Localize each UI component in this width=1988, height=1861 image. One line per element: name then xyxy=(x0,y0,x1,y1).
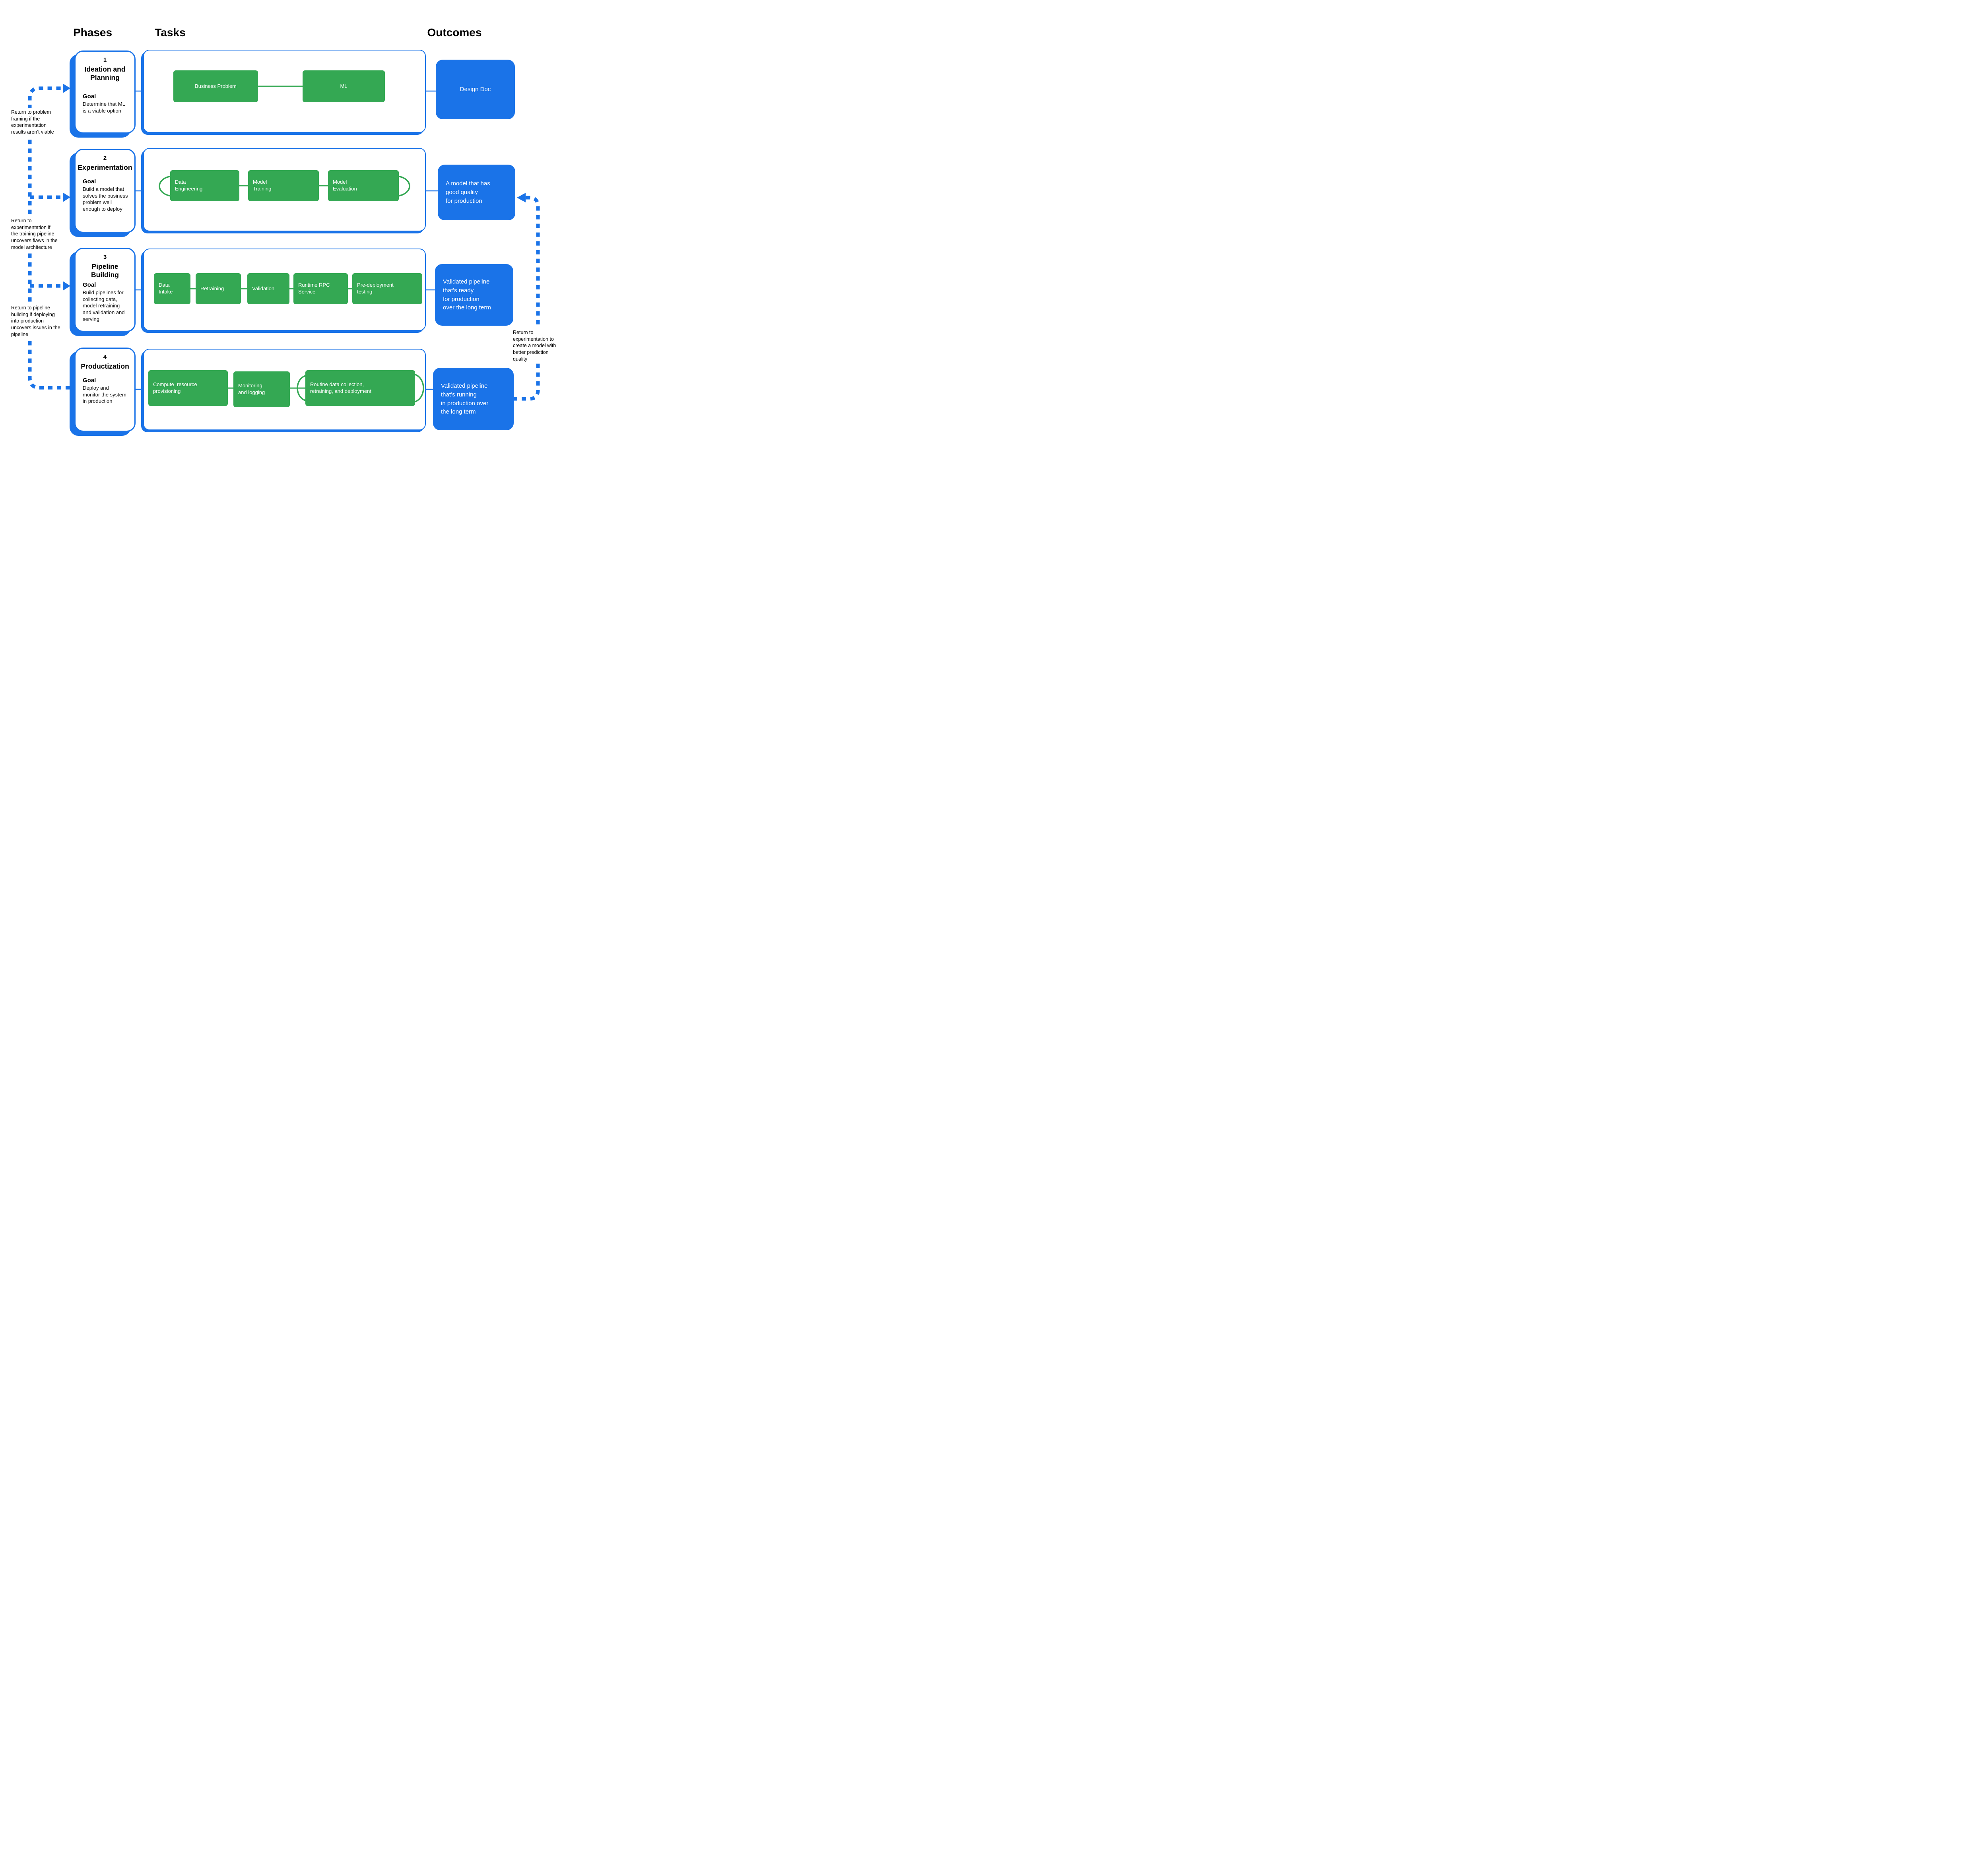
task-data-engineering: Data Engineering xyxy=(170,170,239,201)
task-data-intake: Data Intake xyxy=(154,273,190,304)
task-monitoring-and-logging: Monitoring and logging xyxy=(233,371,290,407)
phase-card-experimentation: 2 Experimentation Goal Build a model tha… xyxy=(74,149,136,233)
goal-label: Goal xyxy=(83,282,96,288)
phase-title: Productization xyxy=(81,362,129,370)
row-connectors xyxy=(135,90,439,390)
task-validation: Validation xyxy=(247,273,289,304)
task-model-training: Model Training xyxy=(248,170,319,201)
goal-label: Goal xyxy=(83,377,96,384)
phase-goal-section: Goal Build a model that solves the busin… xyxy=(81,178,129,213)
task-business-problem: Business Problem xyxy=(173,70,258,102)
task-pre-deployment-testing: Pre-deployment testing xyxy=(352,273,422,304)
outcome-design-doc: Design Doc xyxy=(436,60,515,119)
task-retraining: Retraining xyxy=(196,273,241,304)
phase-title: Pipeline Building xyxy=(91,262,119,279)
phase-goal-section: Goal Deploy and monitor the system in pr… xyxy=(81,377,129,405)
note-return-to-experimentation: Return to experimentation if the trainin… xyxy=(10,217,59,252)
task-runtime-rpc-service: Runtime RPC Service xyxy=(293,273,348,304)
task-model-evaluation: Model Evaluation xyxy=(328,170,399,201)
goal-label: Goal xyxy=(83,178,96,185)
outcome-validated-pipeline-running: Validated pipeline that’s running in pro… xyxy=(433,368,514,430)
return-arrowhead-phase3-icon xyxy=(63,281,70,291)
outcome-model-good-quality: A model that has good quality for produc… xyxy=(438,165,515,220)
phase-number: 4 xyxy=(103,354,107,360)
phase-card-productization: 4 Productization Goal Deploy and monitor… xyxy=(74,348,136,432)
return-arrowhead-outcome2-icon xyxy=(517,193,526,202)
return-arrowhead-phase2-icon xyxy=(63,192,70,202)
goal-text: Build pipelines for collecting data, mod… xyxy=(83,289,125,322)
phase-card-pipeline-building: 3 Pipeline Building Goal Build pipelines… xyxy=(74,248,136,332)
task-compute-resource-provisioning: Compute resource provisioning xyxy=(148,370,228,406)
phase-title: Experimentation xyxy=(78,163,132,171)
note-return-to-pipeline-building: Return to pipeline building if deploying… xyxy=(10,304,62,339)
task-ml: ML xyxy=(303,70,385,102)
task-routine-data-collection-retraining-deployment: Routine data collection, retraining, and… xyxy=(305,370,415,406)
phases-column-header: Phases xyxy=(73,26,113,39)
phase-number: 1 xyxy=(103,56,107,63)
phase-goal-section: Goal Build pipelines for collecting data… xyxy=(81,282,129,322)
tasks-column-header: Tasks xyxy=(155,26,186,39)
right-return-dotted-line xyxy=(513,196,540,401)
outcomes-column-header: Outcomes xyxy=(427,26,482,39)
phase-number: 2 xyxy=(103,155,107,161)
note-return-to-experimentation-prediction-quality: Return to experimentation to create a mo… xyxy=(512,328,557,363)
goal-text: Build a model that solves the business p… xyxy=(83,186,128,212)
phase-title: Ideation and Planning xyxy=(84,65,126,82)
return-arrowhead-phase1-icon xyxy=(63,84,70,93)
mlops-phases-diagram: Phases Tasks Outcomes 1 Ideation and Pla… xyxy=(0,0,564,465)
phase-goal-section: Goal Determine that ML is a viable optio… xyxy=(81,93,129,114)
goal-label: Goal xyxy=(83,93,96,100)
goal-text: Determine that ML is a viable option xyxy=(83,101,125,114)
phase-number: 3 xyxy=(103,254,107,260)
goal-text: Deploy and monitor the system in product… xyxy=(83,385,126,404)
phase-card-ideation-planning: 1 Ideation and Planning Goal Determine t… xyxy=(74,51,136,134)
outcome-validated-pipeline-ready: Validated pipeline that’s ready for prod… xyxy=(435,264,513,326)
note-return-to-problem-framing: Return to problem framing if the experim… xyxy=(10,108,55,136)
